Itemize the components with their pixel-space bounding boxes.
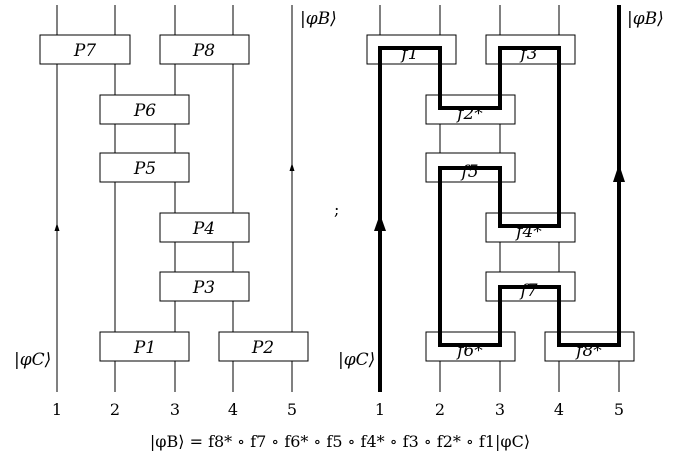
box-f5-label: f5 (459, 162, 478, 182)
box-p5 (99, 152, 190, 183)
box-f2-star-label: f2* (455, 104, 483, 124)
box-f4-star-label: f4* (514, 222, 542, 242)
box-p6-label: P6 (133, 101, 156, 121)
box-p3-label: P3 (192, 278, 215, 298)
box-f6-star-label: f6* (455, 341, 483, 361)
composition-equation: |φB⟩ = f8* ∘ f7 ∘ f6* ∘ f5 ∘ f4* ∘ f3 ∘ … (150, 432, 530, 451)
box-p1-label: P1 (133, 338, 156, 358)
box-p5-label: P5 (133, 159, 156, 179)
left-wire-1-arrow (54, 223, 60, 231)
right-diagram: f1 f3 f2* f5 f4* f7 f6* f8* |φB⟩ |φC⟩ 1 … (338, 5, 664, 419)
right-wire-number: 2 (435, 400, 445, 419)
left-wire-number: 4 (228, 400, 238, 419)
box-p6 (99, 94, 190, 125)
box-p2-label: P2 (251, 338, 274, 358)
box-f3-label: f3 (518, 44, 537, 64)
box-f8-star-label: f8* (574, 341, 602, 361)
box-p1 (99, 331, 190, 362)
box-p4 (159, 212, 250, 243)
right-wire-number: 5 (614, 400, 624, 419)
left-diagram: P7 P8 P6 P5 P4 P3 P1 P2 |φB⟩ |φC⟩ 1 2 3 … (14, 5, 337, 419)
box-f7-label: f7 (518, 281, 537, 301)
left-wire-5-arrow (289, 163, 295, 171)
box-p7 (39, 34, 131, 65)
left-ket-in: |φC⟩ (14, 350, 51, 370)
box-p2 (218, 331, 309, 362)
left-wire-number: 5 (287, 400, 297, 419)
right-ket-in: |φC⟩ (338, 350, 375, 370)
right-wire-number: 1 (375, 400, 385, 419)
right-wire-number: 4 (554, 400, 564, 419)
box-p8-label: P8 (192, 41, 215, 61)
right-wire-number: 3 (495, 400, 505, 419)
box-p7-label: P7 (73, 41, 96, 61)
box-p8 (159, 34, 250, 65)
left-wire-number: 2 (110, 400, 120, 419)
left-wire-number: 1 (52, 400, 62, 419)
left-wire-number: 3 (170, 400, 180, 419)
evaluation-path (378, 5, 621, 392)
box-p3 (159, 271, 250, 302)
right-ket-out: |φB⟩ (627, 9, 664, 29)
path-arrow-wire-1 (374, 214, 386, 231)
left-ket-out: |φB⟩ (300, 9, 337, 29)
separator: ; (334, 200, 339, 219)
path-arrow-wire-5 (613, 164, 625, 182)
box-p4-label: P4 (192, 219, 215, 239)
box-f1-label: f1 (399, 44, 418, 64)
